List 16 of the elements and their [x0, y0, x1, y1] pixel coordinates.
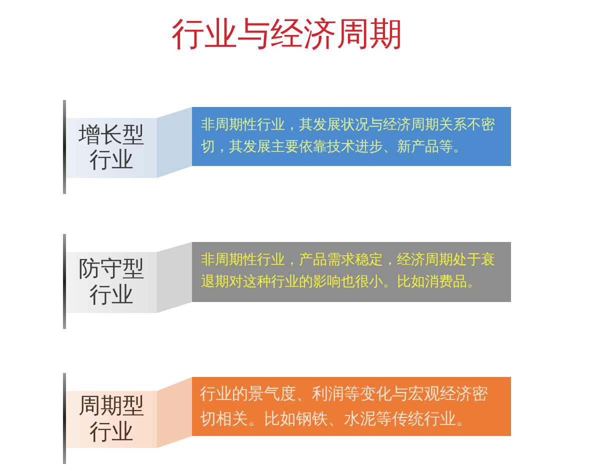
description-box	[192, 107, 511, 166]
category-tab	[66, 391, 157, 448]
category-label: 增长型行业	[78, 122, 146, 174]
connector-band	[157, 242, 192, 313]
category-label: 周期型行业	[78, 394, 146, 445]
description-text: 非周期性行业，其发展状况与经济周期关系不密切，其发展主要依靠技术进步、新产品等。	[201, 116, 496, 156]
category-label: 防守型行业	[78, 257, 146, 308]
description-text: 非周期性行业，产品需求稳定，经济周期处于衰退期对这种行业的影响也很小。比如消费品。	[201, 251, 496, 292]
description-text: 行业的景气度、利润等变化与宏观经济密切相关。比如钢铁、水泥等传统行业。	[200, 382, 489, 430]
title: 行业与经济周期	[172, 14, 402, 54]
connector-band	[157, 377, 192, 448]
description-box	[192, 242, 511, 302]
category-tab	[66, 118, 157, 178]
category-tab	[66, 252, 157, 313]
connector-band	[157, 107, 192, 178]
description-box	[192, 377, 511, 436]
